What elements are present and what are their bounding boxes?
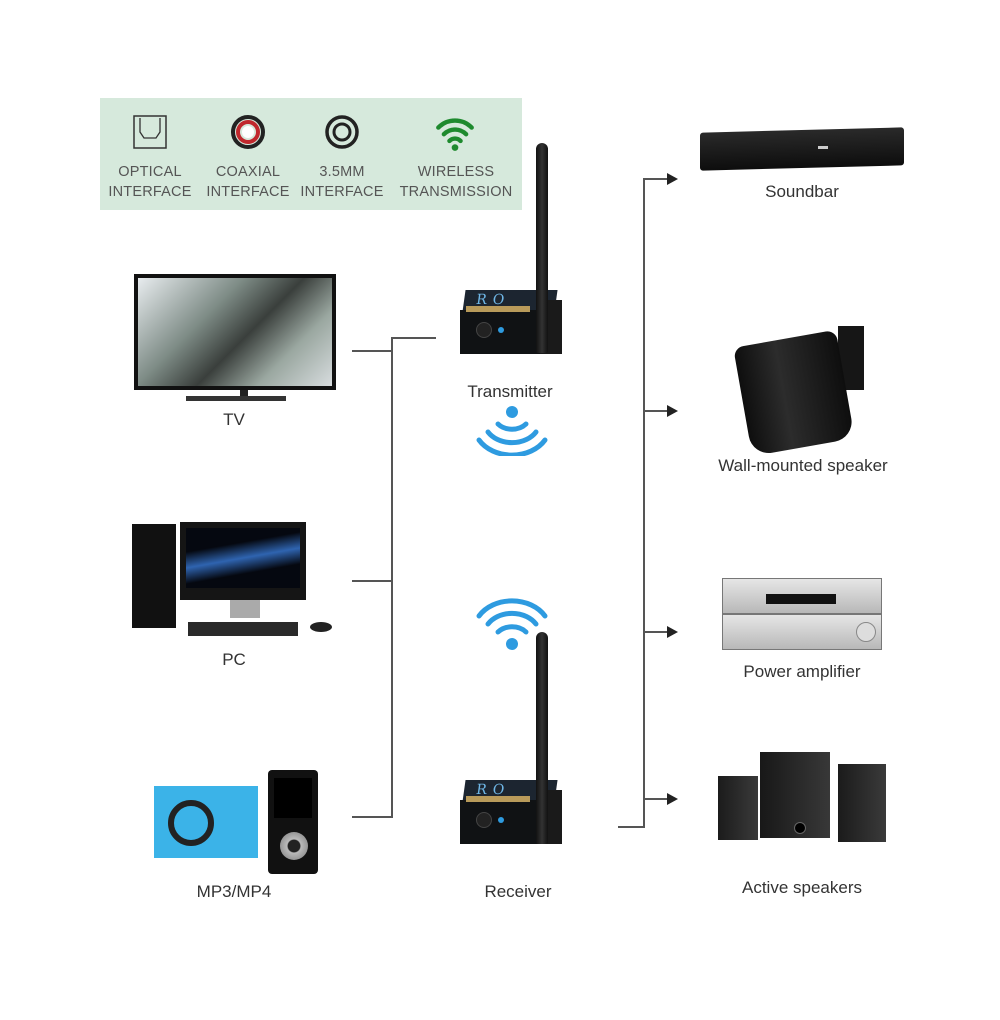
feature-line2: INTERFACE xyxy=(206,184,290,200)
receiver-antenna xyxy=(536,632,548,844)
output-label-active-speakers: Active speakers xyxy=(742,878,862,897)
device-knob xyxy=(476,812,492,828)
source-label-tv: TV xyxy=(223,410,245,429)
device-connector-strip xyxy=(466,306,530,312)
feature-line1: 3.5MM xyxy=(319,164,365,180)
wifi-icon xyxy=(436,118,474,151)
soundbar-image xyxy=(700,126,906,171)
feature-line1: WIRELESS xyxy=(417,164,495,180)
output-label-wall-speaker: Wall-mounted speaker xyxy=(718,456,888,475)
pc-image xyxy=(130,522,340,642)
feature-coaxial: COAXIAL INTERFACE xyxy=(198,98,298,210)
wall-speaker-image xyxy=(733,318,878,457)
feature-line2: INTERFACE xyxy=(300,184,384,200)
feature-line2: TRANSMISSION xyxy=(399,184,513,200)
feature-wireless: WIRELESS TRANSMISSION xyxy=(400,98,512,210)
feature-line2: INTERFACE xyxy=(108,184,192,200)
device-knob xyxy=(476,322,492,338)
device-connector-strip xyxy=(466,796,530,802)
connector-soundbar xyxy=(643,178,669,180)
tv-image xyxy=(134,274,336,401)
connector-tv xyxy=(352,350,392,352)
feature-3-5mm-label: 3.5MM INTERFACE xyxy=(282,162,402,202)
source-label-mp3-mp4: MP3/MP4 xyxy=(196,882,272,901)
connector-active-speakers xyxy=(643,798,669,800)
connector-to-transmitter xyxy=(391,337,436,339)
feature-line1: OPTICAL xyxy=(118,164,182,180)
audio-jack-icon xyxy=(325,115,359,149)
coaxial-port-icon xyxy=(231,115,265,149)
device-led xyxy=(498,817,504,823)
feature-line1: COAXIAL xyxy=(215,164,281,180)
source-label-pc: PC xyxy=(222,650,246,669)
feature-3-5mm: 3.5MM INTERFACE xyxy=(292,98,392,210)
connector-bus-right xyxy=(643,178,645,828)
output-label-soundbar: Soundbar xyxy=(765,182,839,201)
feature-optical: OPTICAL INTERFACE xyxy=(100,98,200,210)
output-label-amplifier: Power amplifier xyxy=(743,662,861,681)
transmitter-antenna xyxy=(536,143,548,353)
signal-down-icon xyxy=(476,406,548,456)
connector-amplifier xyxy=(643,631,669,633)
feature-optical-label: OPTICAL INTERFACE xyxy=(90,162,210,202)
active-speakers-image xyxy=(714,750,890,844)
receiver-device: RO xyxy=(460,780,570,1020)
transmitter-label: Transmitter xyxy=(467,382,553,401)
amplifier-image xyxy=(720,576,882,650)
arrow-right-icon xyxy=(667,793,678,805)
feature-wireless-label: WIRELESS TRANSMISSION xyxy=(396,162,516,202)
signal-up-icon xyxy=(476,598,548,650)
feature-coaxial-label: COAXIAL INTERFACE xyxy=(188,162,308,202)
arrow-right-icon xyxy=(667,626,678,638)
connector-wall-speaker xyxy=(643,410,669,412)
connector-mp3 xyxy=(352,816,392,818)
connector-bus-left xyxy=(391,337,393,818)
transmitter-device: RO xyxy=(460,290,570,530)
device-led xyxy=(498,327,504,333)
connector-pc xyxy=(352,580,392,582)
optical-port-icon xyxy=(133,115,167,149)
connector-from-receiver xyxy=(618,826,645,828)
feature-panel: OPTICAL INTERFACE COAXIAL INTERFACE 3.5M… xyxy=(100,98,522,210)
arrow-right-icon xyxy=(667,173,678,185)
mp3-mp4-image xyxy=(150,770,320,875)
receiver-label: Receiver xyxy=(484,882,552,901)
arrow-right-icon xyxy=(667,405,678,417)
